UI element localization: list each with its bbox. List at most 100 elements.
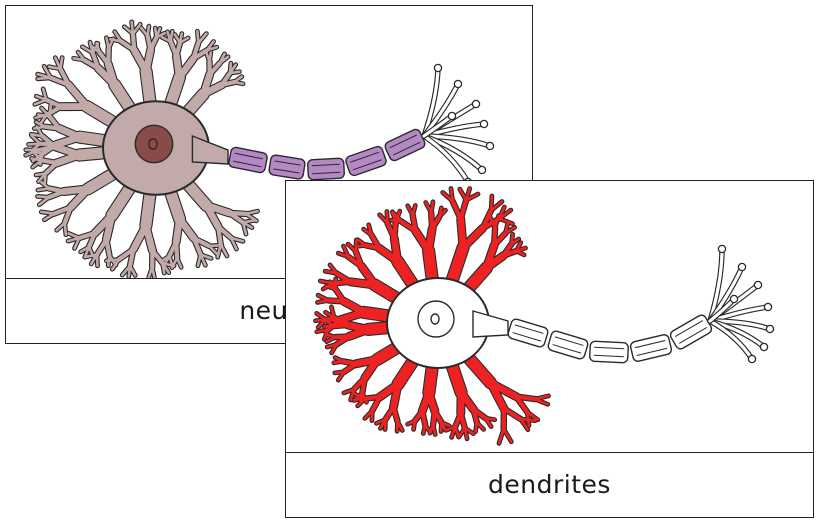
- dendrite-branch: [362, 394, 382, 401]
- synaptic-knob: [763, 302, 773, 312]
- myelin-sheath: [669, 314, 713, 350]
- dendrite-branch: [227, 210, 246, 225]
- dendrite-branch: [55, 125, 83, 141]
- dendrite-branch: [346, 242, 358, 253]
- nucleolus: [430, 313, 440, 325]
- dendrite-branch: [410, 213, 418, 233]
- axon-hillock: [472, 310, 509, 338]
- dendrite-branch: [109, 38, 123, 43]
- dendrite-branch: [36, 195, 51, 199]
- dendrite-branch: [55, 221, 66, 232]
- dendrite-branch: [370, 394, 382, 413]
- dendrite-branch: [498, 208, 513, 220]
- dendrite-branch: [95, 41, 102, 55]
- myelin-line: [678, 327, 708, 344]
- dendrite-branch: [241, 219, 257, 224]
- synaptic-knob: [729, 294, 739, 304]
- dendrite-branch: [208, 244, 219, 256]
- dendrite-branch: [341, 359, 359, 366]
- dendrite-branch: [450, 198, 463, 222]
- dendrite-branch: [216, 224, 223, 247]
- dendrite-branch: [333, 356, 345, 363]
- dendrite-branch: [199, 253, 213, 260]
- dendrite-branch: [207, 61, 222, 77]
- myelin-segment: [384, 128, 426, 162]
- nucleus: [417, 300, 455, 338]
- dendrite-branch: [172, 215, 183, 246]
- dendrite-branch: [90, 50, 101, 71]
- myelin-line: [274, 160, 301, 166]
- myelin-line: [233, 160, 262, 168]
- dendrite-branch: [344, 321, 372, 333]
- dendrite-branch: [353, 249, 364, 269]
- dendrite-branch: [444, 425, 457, 432]
- card-divider: [6, 278, 532, 279]
- dendrite-branch: [471, 407, 479, 425]
- dendrite-branch: [497, 427, 505, 445]
- dendrite-branch: [155, 31, 167, 39]
- myelin-segment: [307, 157, 345, 181]
- dendrite-branch: [316, 293, 330, 302]
- dendrite-branch: [502, 427, 513, 443]
- synaptic-knob: [453, 79, 463, 89]
- dendrite-branch: [429, 200, 435, 214]
- myelin-line: [311, 163, 340, 167]
- myelin-segment: [268, 154, 306, 180]
- dendrite-branch: [52, 205, 73, 216]
- dendrite-branch: [458, 198, 469, 222]
- myelin-line: [634, 340, 666, 349]
- myelin-sheath: [228, 146, 268, 174]
- dendrite-branch: [385, 210, 389, 225]
- neuron-dendrites-highlighted-drawing: [313, 186, 775, 446]
- dendrite-branch: [130, 222, 150, 253]
- dendrite-branch: [73, 236, 81, 250]
- dendrite-branch: [175, 256, 183, 269]
- nucleolus: [148, 138, 158, 150]
- neuron-colored-drawing: [23, 19, 495, 278]
- myelin-sheath: [268, 154, 306, 180]
- myelin-sheath: [547, 330, 589, 360]
- dendrite-branch: [105, 258, 121, 263]
- dendrite-branch: [412, 409, 425, 424]
- dendrite-branch: [48, 103, 53, 118]
- dendrite-branch: [38, 196, 51, 206]
- dendrite-branch: [418, 389, 433, 415]
- synaptic-knob: [447, 111, 457, 121]
- myelin-segment: [629, 334, 673, 362]
- dendrite-branch: [356, 238, 367, 247]
- dendrite-branch: [63, 221, 68, 236]
- dendrite-branch: [349, 388, 356, 402]
- card-neuron: neur: [5, 5, 533, 344]
- dendrite-branch: [40, 210, 56, 215]
- dendrite-branch: [27, 142, 42, 146]
- dendrite-branch: [31, 152, 44, 163]
- synaptic-knob: [759, 342, 769, 352]
- synaptic-knob: [479, 119, 489, 129]
- dendrite-branch: [375, 418, 387, 425]
- dendrite-branch: [501, 248, 519, 258]
- dendrite-branch: [501, 406, 523, 422]
- dendrite-branch: [147, 265, 154, 278]
- myelin-line: [674, 320, 704, 337]
- dendrite-branch: [40, 181, 51, 190]
- dendrite-branch: [457, 426, 467, 439]
- dendrite-branch: [39, 158, 59, 166]
- dendrite-branch: [514, 394, 530, 414]
- dendrite-branch: [351, 375, 367, 392]
- dendrite-branch: [191, 48, 209, 61]
- dendrite-branch: [148, 35, 159, 52]
- dendrite-branch: [34, 172, 47, 177]
- dendrite-branch: [200, 81, 226, 98]
- dendrite-branch: [113, 30, 123, 43]
- synaptic-knob: [747, 354, 757, 364]
- myelin-sheath: [345, 145, 387, 177]
- dendrite-branch: [514, 394, 538, 402]
- dendrite-branch: [457, 215, 467, 251]
- dendrite-branch: [233, 80, 245, 86]
- dendrite-branch: [33, 98, 48, 106]
- dendrite-branch: [38, 141, 59, 147]
- dendrite-branch: [131, 23, 142, 36]
- dendrite-branch: [219, 80, 237, 87]
- dendrite-branch: [363, 409, 374, 420]
- dendrite-branch: [450, 425, 457, 439]
